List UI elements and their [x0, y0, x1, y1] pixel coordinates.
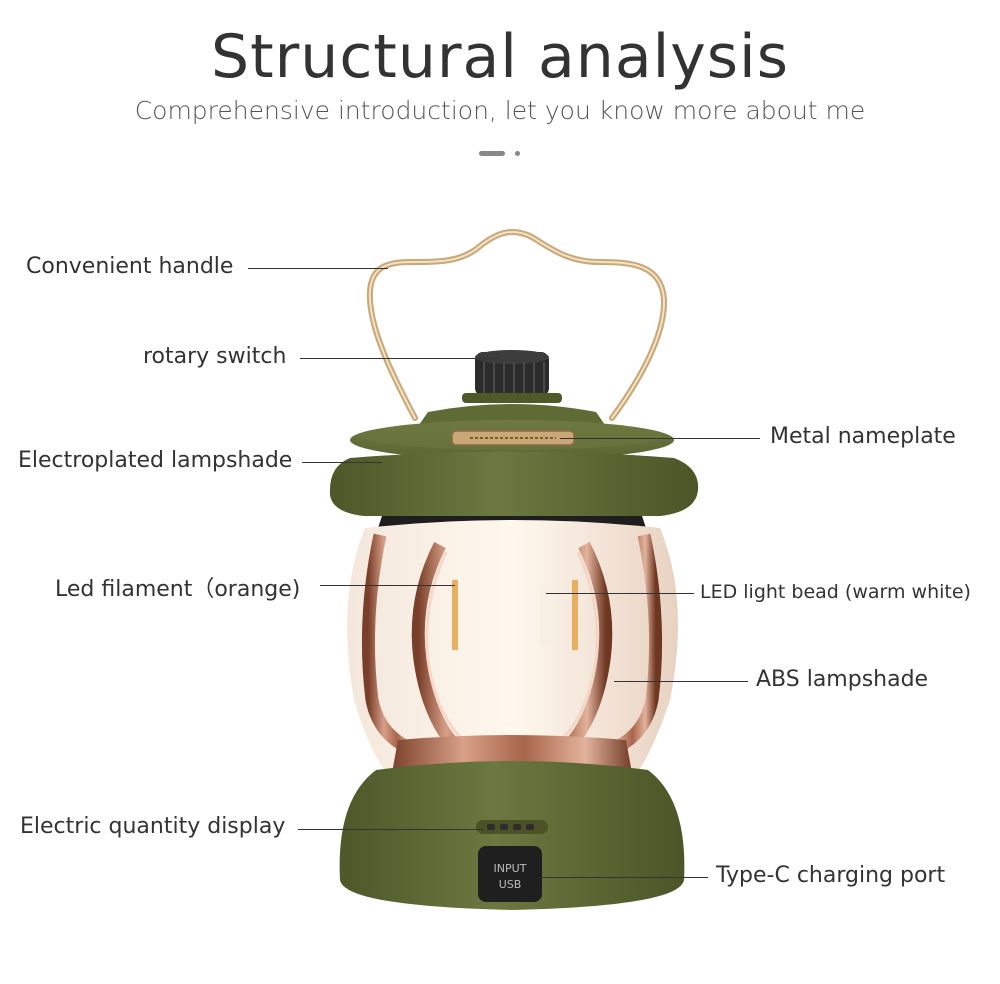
led-light-bead [540, 585, 556, 645]
base-body [339, 761, 685, 910]
led-filament-right [572, 580, 578, 650]
led-filament-left [452, 580, 458, 650]
label-led-light-bead: LED light bead (warm white) [700, 581, 971, 603]
leader-handle [248, 268, 388, 269]
leader-filament [320, 585, 455, 586]
leader-bead [546, 593, 694, 594]
label-electroplated-lampshade: Electroplated lampshade [18, 448, 293, 473]
divider-dot [515, 151, 520, 156]
leader-abs [614, 681, 748, 682]
label-convenient-handle: Convenient handle [26, 254, 234, 279]
divider-bar [479, 151, 505, 156]
shade-rim [329, 451, 699, 516]
leader-electroplated [302, 462, 382, 463]
port-label-usb: USB [499, 878, 522, 891]
label-metal-nameplate: Metal nameplate [770, 424, 956, 449]
page-title: Structural analysis [211, 22, 789, 92]
leader-typec [540, 877, 708, 878]
battery-indicator [476, 820, 548, 834]
page-subtitle: Comprehensive introduction, let you know… [134, 96, 866, 125]
title-divider [479, 151, 520, 157]
label-abs-lampshade: ABS lampshade [756, 667, 929, 692]
leader-quantity [298, 829, 484, 830]
label-type-c-port: Type-C charging port [716, 863, 946, 888]
leader-nameplate [560, 438, 760, 439]
label-rotary-switch: rotary switch [143, 344, 287, 369]
label-electric-quantity: Electric quantity display [20, 814, 286, 839]
port-label-input: INPUT [494, 862, 527, 875]
type-c-port-cover [478, 846, 542, 902]
leader-switch [300, 358, 500, 359]
label-led-filament: Led filament（orange) [55, 577, 301, 602]
